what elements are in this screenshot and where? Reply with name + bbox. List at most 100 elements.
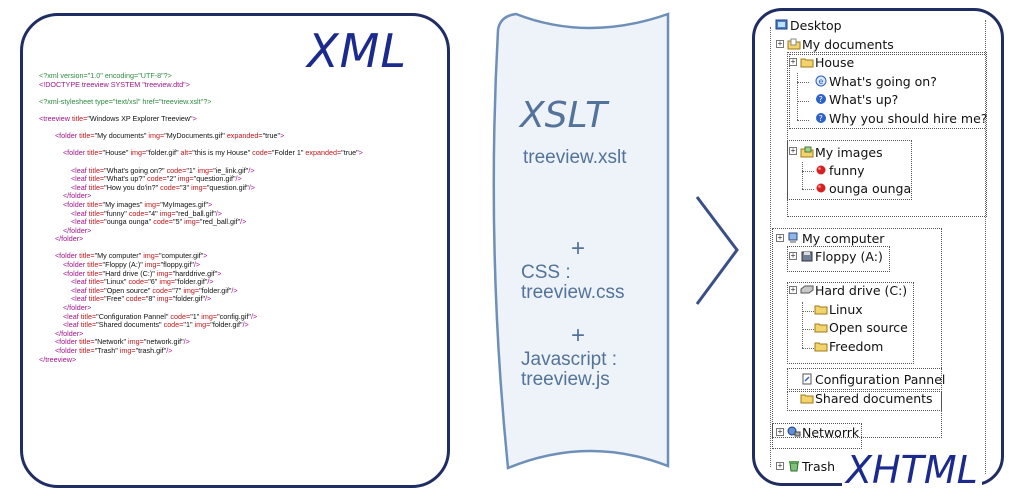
question-icon: ? [816,113,826,123]
xml-code-line: <leaf title="Open source" code="7" img="… [70,285,238,295]
tree-item-whats-going-on[interactable]: e What's going on? [814,74,937,90]
ie-link-icon: e [815,75,827,87]
tree-line [797,120,809,121]
tree-item-label: Configuration Pannel [815,372,946,387]
tree-line [802,171,814,172]
xml-code-line: <folder title="Network" img="network.gif… [54,337,190,347]
tree-item-label: Hard drive (C:) [815,283,908,298]
tree-line [802,189,814,190]
desktop-icon [775,19,788,30]
tree-item-hard-drive[interactable]: Hard drive (C:) [800,283,907,299]
tree-item-config[interactable]: Configuration Pannel [800,372,945,388]
tree-item-shared[interactable]: Shared documents [800,391,933,407]
trash-icon [789,461,799,472]
xml-code-line: <?xml version="1.0" encoding="UTF-8"?> [39,71,172,80]
computer-icon [788,232,798,243]
tree-line [797,101,809,102]
tree-item-my-images[interactable]: My images [800,145,883,161]
floppy-group [787,246,890,272]
tree-line [802,329,814,330]
xml-code-line: <folder title="House" img="folder.gif" a… [62,148,363,158]
expand-toggle[interactable]: + [789,146,797,155]
xml-code-line: <leaf title="Shared documents" code="1" … [62,320,249,330]
tree-item-label: Networrk [802,425,860,440]
xml-code-line: <folder title="My images" img="MyImages.… [62,199,213,209]
my-documents-group [787,52,987,217]
config-group [787,368,942,390]
network-icon [787,426,801,437]
floppy-icon [801,251,813,262]
xslt-file: treeview.xslt [523,147,627,168]
expand-toggle[interactable]: + [776,461,784,470]
tree-item-desktop[interactable]: Desktop [775,18,842,34]
tree-item-linux[interactable]: Linux [814,302,863,318]
tree-item-label: funny [829,163,865,178]
tree-item-label: My images [815,145,883,160]
folder-icon [800,58,814,68]
tree-item-my-documents[interactable]: My documents [787,37,894,53]
expand-toggle[interactable]: + [789,251,797,260]
tree-line [797,73,798,120]
tree-item-freedom[interactable]: Freedom [814,339,883,355]
expand-toggle[interactable]: + [776,233,784,242]
tree-item-label: My computer [802,231,885,246]
expand-toggle[interactable]: + [776,39,784,48]
tree-item-trash[interactable]: Trash [787,459,835,475]
xml-code-line: <treeview title="Windows XP Explorer Tre… [39,113,197,123]
tree-line [802,348,814,349]
tree-item-ounga-ounga[interactable]: ounga ounga [814,181,911,197]
tree-item-why-hire[interactable]: ?Why you should hire me? [814,111,987,127]
xml-code-line: <leaf title="ounga ounga" code="5" img="… [70,217,247,227]
xml-code-line: <folder title="My documents" img="MyDocu… [54,131,285,141]
xml-code-line: <folder title="Trash" img="trash.gif"/> [54,346,173,355]
tree-item-my-computer[interactable]: My computer [787,231,884,247]
tree-item-house[interactable]: House [800,55,854,71]
xhtml-title: XHTML [842,450,982,490]
expand-toggle[interactable]: + [789,57,797,66]
tree-item-label: Desktop [790,18,842,33]
js-file: treeview.js [521,369,610,390]
xml-code-line: </folder> [54,328,84,338]
xml-code-line: <leaf title="Configuration Pannel" code=… [62,311,258,321]
xml-code-line: <leaf title="What's going on?" code="1" … [70,165,255,175]
xml-code-line: </treeview> [39,354,77,364]
tree-line [802,162,803,189]
tree-line [802,311,814,312]
my-documents-folder-icon [787,38,801,50]
config-icon [802,373,812,385]
question-icon: ? [816,94,826,104]
tree-item-floppy[interactable]: Floppy (A:) [800,249,883,265]
tree-item-label: Shared documents [815,391,933,406]
tree-item-label: What's going on? [829,74,937,89]
my-computer-group [772,228,942,438]
shared-group [787,391,942,411]
folder-icon [814,323,828,333]
xml-code-listing: <?xml version="1.0" encoding="UTF-8"?><!… [39,71,444,364]
xml-code-line: <leaf title="Linux" code="6" img="folder… [70,277,214,287]
xml-code-line: </folder> [62,303,92,313]
hard-drive-icon [800,285,814,294]
tree-item-whats-up[interactable]: ?What's up? [814,92,898,108]
xml-code-line: <leaf title="funny" code="4" img="red_ba… [70,208,222,218]
xml-code-line: <leaf title="What's up?" code="2" img="q… [70,174,242,184]
tree-item-open-source[interactable]: Open source [814,320,908,336]
xml-code-line: </folder> [54,234,84,244]
xml-code-line: </folder> [62,225,92,235]
expand-toggle[interactable]: + [776,427,784,436]
tree-line [985,20,986,474]
my-images-folder-icon [800,146,814,158]
tree-item-funny[interactable]: funny [814,163,865,179]
tree-item-network[interactable]: Networrk [787,425,859,441]
hard-drive-group [787,282,914,364]
css-label: CSS : [521,262,571,283]
red-ball-icon [816,165,826,175]
tree-item-label: Open source [829,320,908,335]
tree-item-label: Linux [829,302,863,317]
xml-title: XML [307,24,407,78]
expand-toggle[interactable]: + [789,285,797,294]
xml-code-line: <leaf title="Free" code="8" img="folder.… [70,294,212,304]
tree-item-label: Why you should hire me? [829,111,988,126]
tree-item-label: Trash [802,459,836,474]
xml-code-line: <leaf title="How you do'in?" code="3" im… [70,182,255,192]
svg-text:e: e [819,77,824,86]
